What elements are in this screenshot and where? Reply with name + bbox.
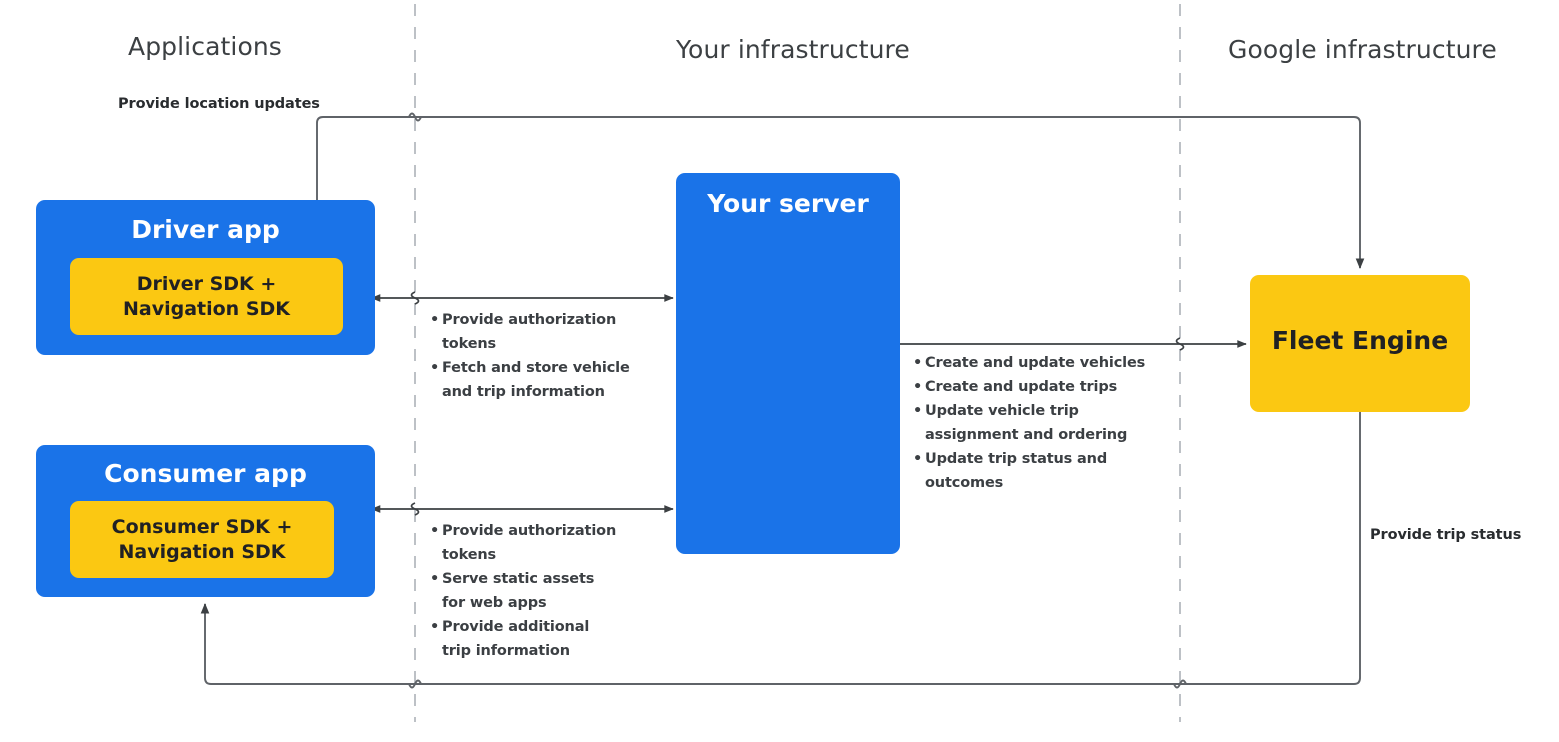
bullet-item: Provide additional trip information — [430, 616, 620, 664]
node-your-server-title: Your server — [707, 189, 869, 218]
node-consumer-sdk-line1: Consumer SDK + — [111, 516, 293, 538]
node-consumer-app-title: Consumer app — [104, 459, 307, 488]
bullet-item: Create and update trips — [913, 376, 1161, 400]
bullet-item: Update trip status and outcomes — [913, 448, 1161, 496]
node-driver-app-title: Driver app — [131, 215, 280, 244]
edge-label-provide-trip-status: Provide trip status — [1370, 527, 1522, 543]
line-jump-top — [408, 112, 422, 122]
node-driver-sdk[interactable]: Driver SDK + Navigation SDK — [70, 258, 343, 335]
zone-title-your-infrastructure: Your infrastructure — [676, 35, 910, 64]
bullet-item: Provide authorization tokens — [430, 520, 620, 568]
node-consumer-app[interactable]: Consumer app Consumer SDK + Navigation S… — [36, 445, 375, 597]
bullet-item: Provide authorization tokens — [430, 309, 655, 357]
zone-title-google-infrastructure: Google infrastructure — [1228, 35, 1497, 64]
line-jump-server-fleet — [1175, 337, 1185, 351]
node-fleet-engine[interactable]: Fleet Engine — [1250, 275, 1470, 412]
node-driver-sdk-line1: Driver SDK + — [136, 273, 277, 295]
bullet-item: Update vehicle trip assignment and order… — [913, 400, 1161, 448]
bullet-item: Create and update vehicles — [913, 352, 1161, 376]
node-your-server[interactable]: Your server — [676, 173, 900, 554]
line-jump-driver-server — [410, 291, 420, 305]
node-consumer-sdk-line2: Navigation SDK — [118, 541, 286, 563]
bullets-driver-server: Provide authorization tokens Fetch and s… — [430, 309, 655, 405]
edge-label-provide-location-updates: Provide location updates — [118, 96, 320, 112]
bullets-server-fleet-engine: Create and update vehicles Create and up… — [913, 352, 1161, 496]
line-jump-consumer-server — [410, 502, 420, 516]
line-jump-bottom-left — [408, 679, 422, 689]
node-fleet-engine-title: Fleet Engine — [1271, 326, 1449, 355]
zone-title-applications: Applications — [128, 32, 282, 61]
node-driver-app[interactable]: Driver app Driver SDK + Navigation SDK — [36, 200, 375, 355]
node-driver-sdk-line2: Navigation SDK — [122, 298, 290, 320]
bullet-item: Fetch and store vehicle and trip informa… — [430, 357, 655, 405]
line-jump-bottom-right — [1173, 679, 1187, 689]
bullet-item: Serve static assets for web apps — [430, 568, 620, 616]
bullets-consumer-server: Provide authorization tokens Serve stati… — [430, 520, 620, 664]
node-consumer-sdk[interactable]: Consumer SDK + Navigation SDK — [70, 501, 334, 578]
